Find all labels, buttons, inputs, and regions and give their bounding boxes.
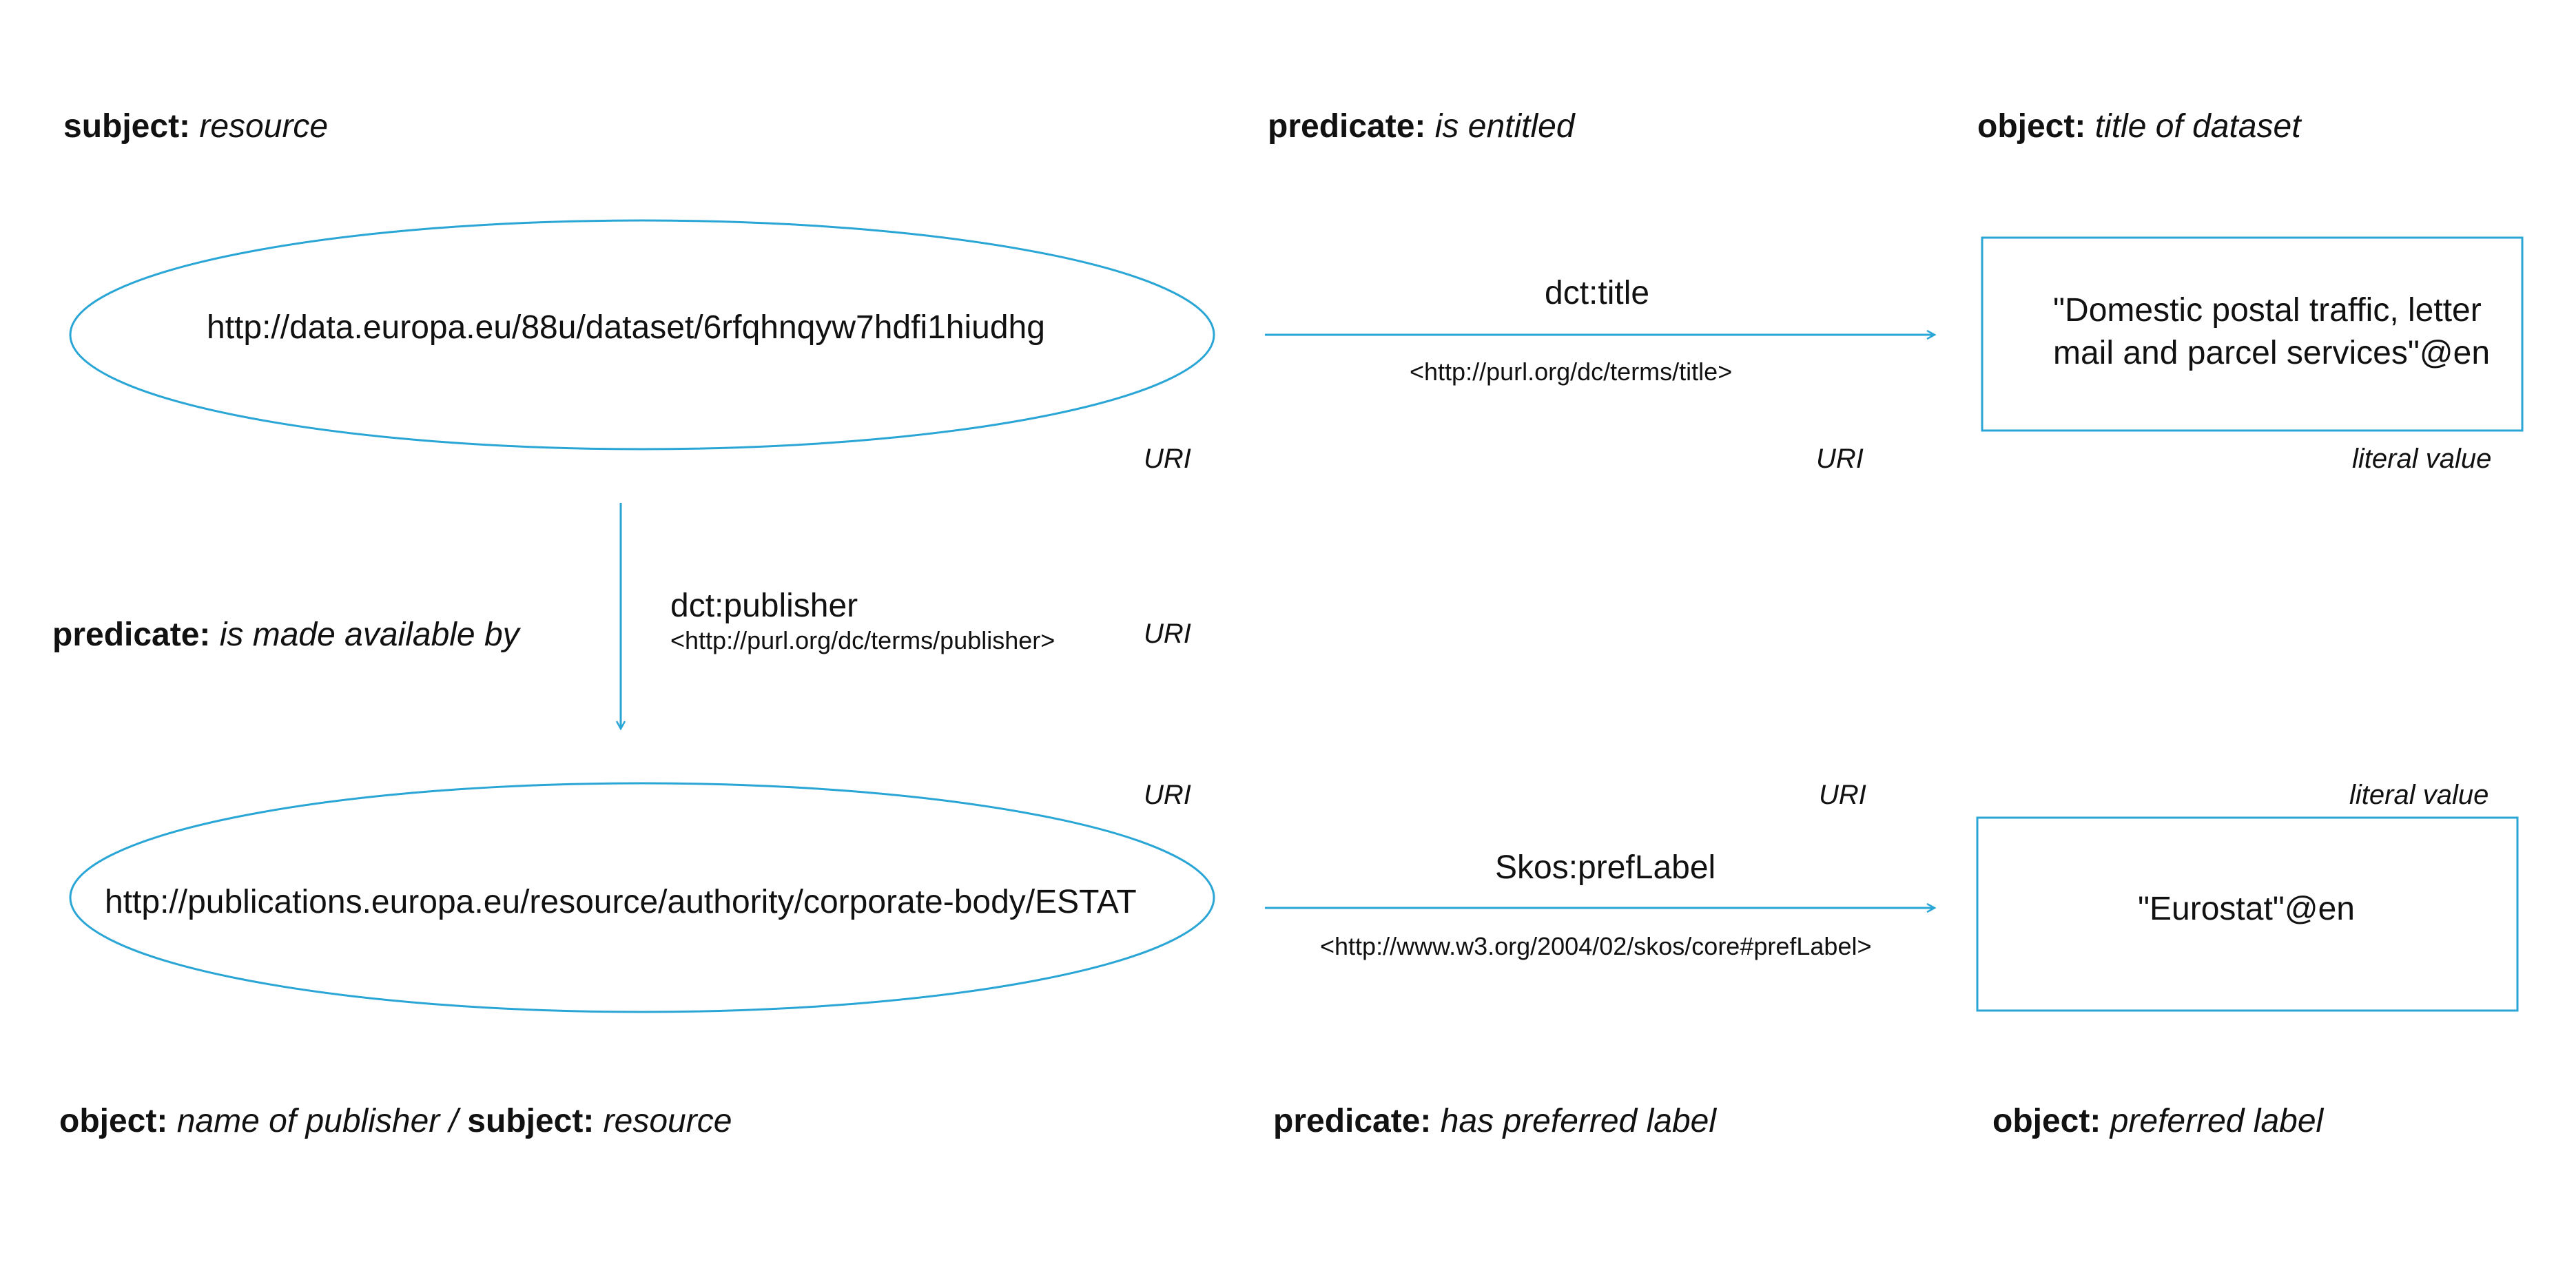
- title-edge-kind-uri: URI: [1816, 444, 1864, 474]
- preflabel-edge-label: Skos:prefLabel: [1495, 849, 1716, 886]
- predicate-header-top-bold: predicate:: [1268, 108, 1426, 145]
- dataset-kind-uri: URI: [1144, 444, 1191, 474]
- predicate-header-bottom-bold: predicate:: [1273, 1103, 1432, 1139]
- object-header-bottom-left-italic-2: resource: [603, 1103, 732, 1139]
- subject-header-top: subject: resource: [63, 110, 328, 143]
- title-literal-line-2: mail and parcel services"@en: [2053, 335, 2491, 372]
- publisher-kind-uri: URI: [1144, 780, 1191, 810]
- subject-header-top-bold: subject:: [63, 108, 191, 145]
- object-header-top: object: title of dataset: [1977, 110, 2301, 143]
- object-header-bottom-right-bold: object:: [1992, 1103, 2101, 1139]
- label-literal: "Eurostat"@en: [2138, 891, 2355, 927]
- label-literal-kind: literal value: [2349, 780, 2489, 810]
- preflabel-edge-kind-uri: URI: [1819, 780, 1866, 810]
- publisher-edge-label: dct:publisher: [670, 588, 858, 624]
- object-header-bottom-left-bold-1: object:: [59, 1103, 168, 1139]
- label-literal-box: [1976, 816, 2519, 1012]
- title-edge-label: dct:title: [1545, 275, 1650, 311]
- subject-header-top-italic: resource: [199, 108, 329, 145]
- object-header-top-italic: title of dataset: [2094, 108, 2301, 145]
- predicate-header-left: predicate: is made available by: [52, 619, 519, 652]
- predicate-header-bottom: predicate: has preferred label: [1273, 1105, 1716, 1138]
- publisher-edge-uri: <http://purl.org/dc/terms/publisher>: [670, 626, 1055, 654]
- object-header-bottom-right: object: preferred label: [1992, 1105, 2323, 1138]
- title-literal-line-1: "Domestic postal traffic, letter: [2053, 292, 2482, 329]
- predicate-header-left-bold: predicate:: [52, 617, 211, 653]
- publisher-node-uri: http://publications.europa.eu/resource/a…: [105, 884, 1137, 920]
- predicate-header-bottom-italic: has preferred label: [1440, 1103, 1716, 1139]
- object-header-bottom-left: object: name of publisher / subject: res…: [59, 1105, 732, 1138]
- object-header-bottom-left-bold-2: subject:: [467, 1103, 595, 1139]
- preflabel-edge-uri: <http://www.w3.org/2004/02/skos/core#pre…: [1320, 932, 1872, 960]
- title-literal-box: [1981, 236, 2524, 432]
- object-header-top-bold: object:: [1977, 108, 2086, 145]
- title-edge-uri: <http://purl.org/dc/terms/title>: [1410, 358, 1733, 386]
- dataset-node-ellipse: [69, 219, 1215, 451]
- title-literal: "Domestic postal traffic, letter mail an…: [2053, 289, 2490, 375]
- predicate-header-top: predicate: is entitled: [1268, 110, 1575, 143]
- object-header-bottom-right-italic: preferred label: [2110, 1103, 2324, 1139]
- publisher-edge-kind-uri: URI: [1144, 619, 1191, 649]
- object-header-bottom-left-italic-1: name of publisher /: [176, 1103, 458, 1139]
- title-literal-kind: literal value: [2352, 444, 2492, 474]
- dataset-node-uri: http://data.europa.eu/88u/dataset/6rfqhn…: [207, 309, 1045, 346]
- publisher-node-ellipse: [69, 782, 1215, 1013]
- predicate-header-left-italic: is made available by: [219, 617, 519, 653]
- predicate-header-top-italic: is entitled: [1434, 108, 1575, 145]
